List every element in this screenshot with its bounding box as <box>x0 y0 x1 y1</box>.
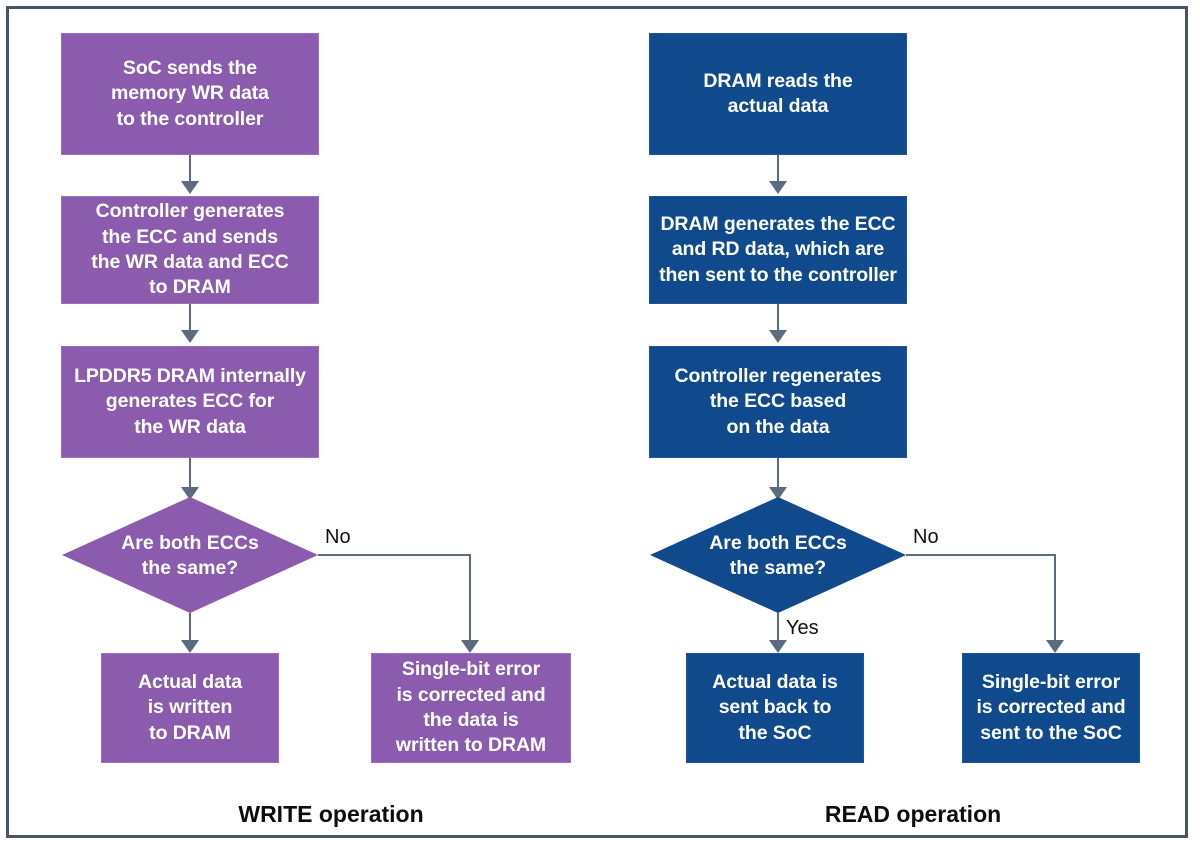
read-node-dram-generates: DRAM generates the ECC and RD data, whic… <box>649 196 907 304</box>
arrowhead-r4-r6 <box>1046 640 1064 653</box>
connector-r4-r6-horizontal <box>906 554 1056 556</box>
arrowhead-r2-r3 <box>769 330 787 343</box>
write-operation-caption: WRITE operation <box>238 801 424 827</box>
read-node-actual-data-sent: Actual data is sent back to the SoC <box>686 653 864 763</box>
arrowhead-r3-r4 <box>769 487 787 500</box>
write-decision-label: Are both ECCs the same? <box>121 531 259 579</box>
arrowhead-w1-w2 <box>181 181 199 194</box>
connector-w4-w5 <box>189 613 191 644</box>
write-node-controller-generates: Controller generates the ECC and sends t… <box>61 196 319 304</box>
connector-r3-r4 <box>777 458 779 494</box>
read-node-single-bit-corrected: Single-bit error is corrected and sent t… <box>962 653 1140 763</box>
connector-w4-w6-horizontal <box>318 554 471 556</box>
arrowhead-w2-w3 <box>181 330 199 343</box>
write-node-soc-sends: SoC sends the memory WR data to the cont… <box>61 33 319 155</box>
arrowhead-r1-r2 <box>769 181 787 194</box>
connector-r1-r2 <box>777 155 779 185</box>
write-node-actual-data-written: Actual data is written to DRAM <box>101 653 279 763</box>
write-node-single-bit-corrected: Single-bit error is corrected and the da… <box>371 653 571 763</box>
read-decision-label: Are both ECCs the same? <box>709 531 847 579</box>
write-edge-label-no: No <box>325 526 351 548</box>
arrowhead-w4-w5 <box>181 640 199 653</box>
arrowhead-r4-r5 <box>769 640 787 653</box>
read-edge-label-yes: Yes <box>786 617 819 639</box>
connector-w2-w3 <box>189 304 191 334</box>
connector-w3-w4 <box>189 458 191 494</box>
connector-w4-w6-vertical <box>469 554 471 644</box>
write-node-lpddr5-generates: LPDDR5 DRAM internally generates ECC for… <box>61 346 319 458</box>
connector-r4-r6-vertical <box>1054 554 1056 644</box>
read-node-controller-regenerates: Controller regenerates the ECC based on … <box>649 346 907 458</box>
arrowhead-w3-w4 <box>181 487 199 500</box>
connector-w1-w2 <box>189 155 191 185</box>
connector-r2-r3 <box>777 304 779 334</box>
arrowhead-w4-w6 <box>461 640 479 653</box>
read-edge-label-no: No <box>913 526 939 548</box>
connector-r4-r5 <box>777 613 779 644</box>
read-operation-caption: READ operation <box>824 801 1002 827</box>
read-node-dram-reads: DRAM reads the actual data <box>649 33 907 155</box>
